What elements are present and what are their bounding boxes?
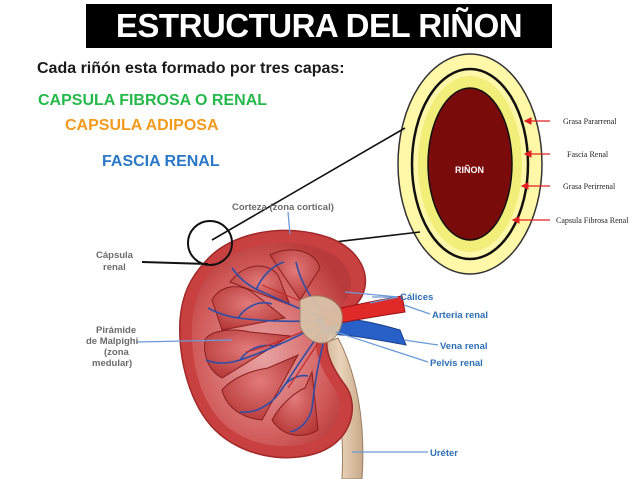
label-ureter: Uréter [430,448,458,459]
renal-pelvis [300,296,342,343]
label-piramide-4: medular) [92,358,132,369]
label-pelvis-renal: Pelvis renal [430,358,483,369]
label-capsula-renal-2: renal [103,262,126,273]
label-grasa-pararrenal: Grasa Pararrenal [563,117,617,126]
label-arteria-renal: Arteria renal [432,310,488,321]
kidney-illustration [180,230,406,479]
label-corteza: Corteza (zona cortical) [232,202,334,213]
label-grasa-perirrenal: Grasa Perirrenal [563,182,616,191]
label-vena-renal: Vena renal [440,341,488,352]
label-piramide-1: Pirámide [96,325,136,336]
label-capsula-fibrosa-renal: Capsula Fibrosa Renal [556,216,629,225]
kidney-core-label: RIÑON [455,165,484,175]
label-fascia-renal: Fascia Renal [567,150,609,159]
kidney-core [428,88,512,240]
label-piramide-3: (zona [104,347,130,358]
kidney-cross-section: RIÑON Grasa Pararrenal Fascia Renal Gras… [398,54,629,274]
label-piramide-2: de Malpighi [86,336,138,347]
label-capsula-renal-1: Cápsula [96,250,134,261]
label-calices: Cálices [400,292,433,303]
